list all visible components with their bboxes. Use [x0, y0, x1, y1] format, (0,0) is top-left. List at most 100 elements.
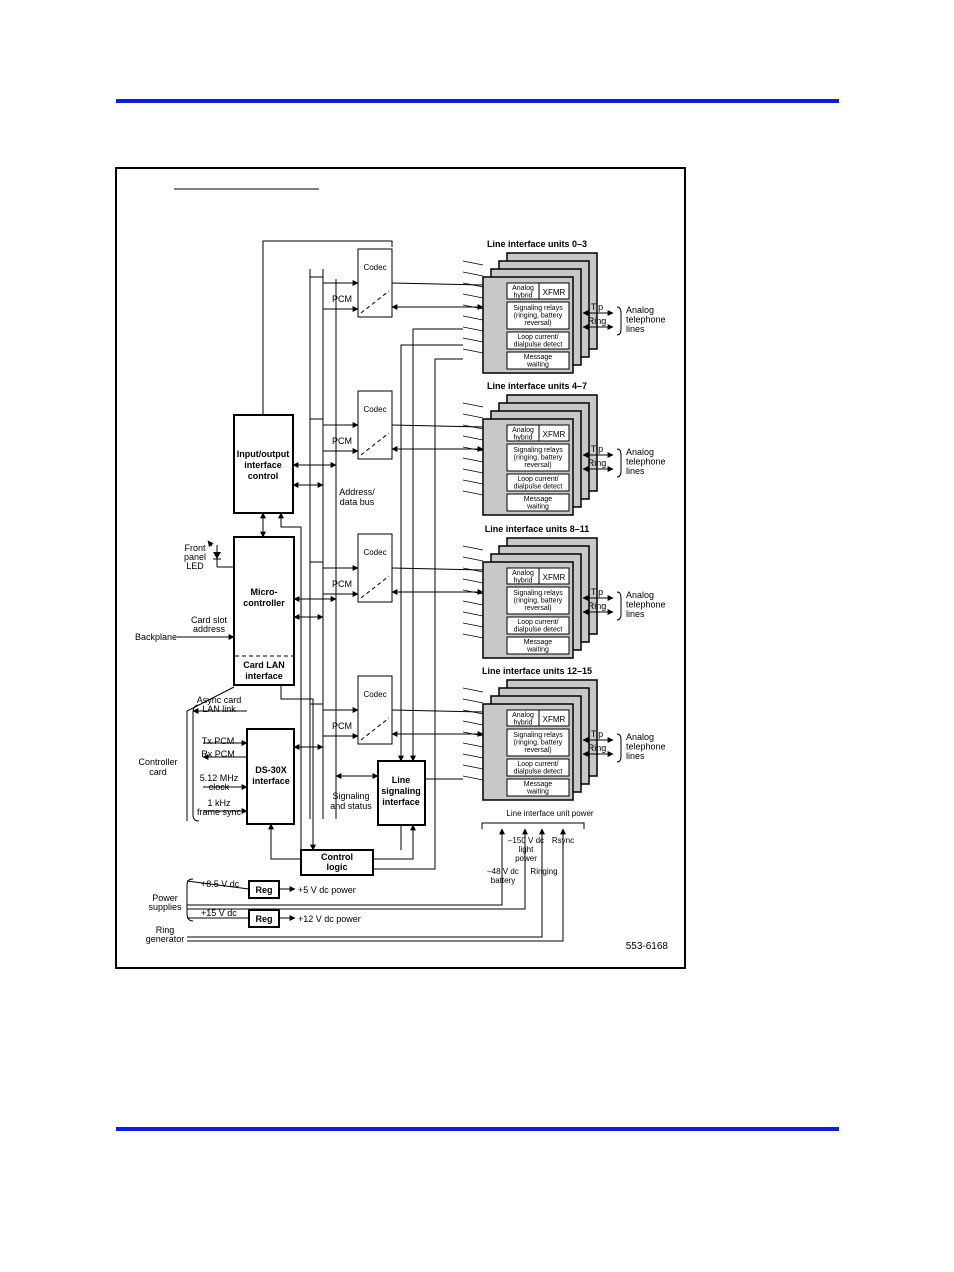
- fan-line: [462, 545, 484, 551]
- lines-bracket: [616, 306, 622, 336]
- fan-line: [462, 687, 484, 693]
- v5out-label: +5 V dc power: [298, 885, 356, 895]
- micro-ctrl-wire: [280, 685, 316, 851]
- codec-block: [357, 533, 393, 603]
- line-unit-group-title: Line interface units 0–3: [487, 239, 587, 249]
- loop-current-box: [506, 331, 570, 350]
- ring-label: Ring: [588, 316, 607, 326]
- codec-label: Codec: [363, 548, 386, 557]
- lines-bracket: [616, 591, 622, 621]
- loop-current-box: [506, 473, 570, 492]
- async-wire: [186, 686, 235, 821]
- codec-dashed-path: [360, 575, 390, 599]
- io-control-block: [233, 414, 294, 514]
- loop-current-box: [506, 616, 570, 635]
- xfmr-label: XFMR: [543, 430, 566, 439]
- power-48v: [187, 828, 505, 906]
- fan-line: [462, 490, 484, 496]
- loop-current-box: [506, 758, 570, 777]
- fan-line: [462, 753, 484, 759]
- fan-line: [462, 293, 484, 299]
- ctrl-ds30x-wire: [268, 823, 301, 860]
- reg-block-12v: [248, 909, 280, 928]
- fan-line: [462, 742, 484, 748]
- fan-line: [462, 578, 484, 584]
- power-85: [186, 880, 250, 890]
- ringing-label: Ringing: [530, 867, 557, 876]
- fan-line: [462, 468, 484, 474]
- analog-hybrid-box: [506, 282, 570, 300]
- address-bus-label: Address/data bus: [339, 487, 375, 507]
- codec-card-wire: [391, 709, 484, 713]
- backplane-label: Backplane: [135, 632, 177, 642]
- pcm-label: PCM: [332, 436, 352, 446]
- signaling-relays-box: [506, 586, 570, 615]
- ctrl-lsi-wire: [373, 824, 416, 860]
- line-unit-group-title: Line interface units 12–15: [482, 666, 592, 676]
- line-unit-group-title: Line interface units 4–7: [487, 381, 587, 391]
- fan-line: [462, 720, 484, 726]
- fan-line: [462, 600, 484, 606]
- top-rule: [116, 99, 839, 103]
- v15-label: +15 V dc: [201, 908, 237, 918]
- microcontroller-block: [233, 536, 295, 686]
- tx-pcm-label: Tx PCM: [202, 736, 235, 746]
- line-signaling-feed: [398, 344, 463, 762]
- loop-current-label: Loop current/dialpulse detect: [514, 619, 563, 634]
- fan-line: [462, 435, 484, 441]
- codec-block: [357, 248, 393, 318]
- message-waiting-box: [506, 636, 570, 655]
- rsync-label: Rsync: [552, 836, 574, 845]
- fan-line: [462, 348, 484, 354]
- xfmr-label: XFMR: [543, 288, 566, 297]
- line-signaling-block: [377, 760, 426, 826]
- bottom-rule: [116, 1127, 839, 1131]
- codec-label: Codec: [363, 263, 386, 272]
- lines-bracket: [616, 733, 622, 763]
- ds30x-block: [246, 728, 295, 825]
- controller-bracket: [192, 704, 200, 822]
- power-bracket: [186, 878, 194, 922]
- codec-dashed-path: [360, 717, 390, 741]
- rx-pcm-label: Rx PCM: [201, 749, 235, 759]
- codec-card-wire: [391, 567, 484, 571]
- tip-label: Tip: [591, 587, 603, 597]
- codec-label: Codec: [363, 690, 386, 699]
- liu-power-label: Line interface unit power: [506, 809, 594, 818]
- microcontroller-label: Micro-controller: [243, 587, 285, 608]
- lines-bracket: [616, 448, 622, 478]
- fan-line: [462, 622, 484, 628]
- ring-label: Ring: [588, 743, 607, 753]
- fan-line: [462, 271, 484, 277]
- xfmr-label: XFMR: [543, 715, 566, 724]
- message-waiting-box: [506, 351, 570, 370]
- fan-line: [462, 260, 484, 266]
- analog-hybrid-box: [506, 567, 570, 585]
- ctrl-line-units-wire: [373, 358, 463, 870]
- ring-label: Ring: [588, 458, 607, 468]
- codec-label: Codec: [363, 405, 386, 414]
- fan-line: [462, 775, 484, 781]
- io-ctrl-wire: [278, 512, 302, 850]
- control-logic-block: [300, 849, 374, 876]
